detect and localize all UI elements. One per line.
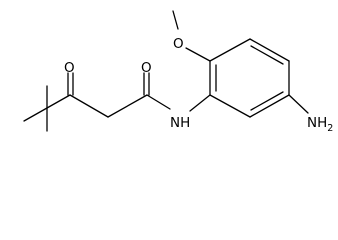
amide-nh-label: NH [170,115,190,131]
bond-tbutyl-carbonyl [46,94,71,109]
bond-carbonyl-ch2 [69,94,109,118]
bond-ch2-amide [107,94,148,118]
ring-bond-5-inner [250,91,284,111]
ring-bond-2 [209,38,251,62]
amine-nh2-label: NH2 [307,115,333,134]
atom-labels: O O O NH NH2 [64,36,333,134]
amine-subscript-2: 2 [327,123,333,134]
molecule-structure-diagram: O O O NH NH2 [23,10,333,134]
ring-bond-3 [249,38,290,62]
amide-oxygen-label: O [141,60,152,76]
chemical-structure-canvas: O O O NH NH2 [23,10,334,134]
ether-oxygen-label: O [173,36,184,52]
ring-bond-3-inner [250,45,284,65]
bond-amide-cn [146,94,171,110]
bond-ring-amine [288,94,309,114]
ring-bond-6 [209,94,251,118]
ring-bond-5 [249,94,290,118]
ketone-oxygen-label: O [64,60,75,76]
bond-ring-ether-o [185,47,211,62]
bond-n-ring [189,94,211,112]
bond-ether-methyl [172,10,179,30]
amine-nh-text: NH [307,115,327,131]
bond-lines [23,10,309,132]
bond-methyl-left [23,107,48,122]
